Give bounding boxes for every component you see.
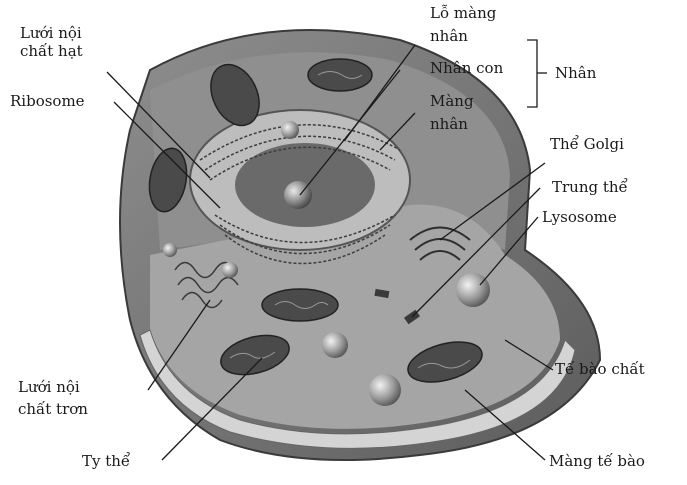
label-nuclear-envelope-line2: nhân	[430, 115, 474, 133]
label-smooth-er-line1: Lưới nội	[18, 378, 88, 396]
label-lysosome: Lysosome	[542, 208, 617, 226]
label-rough-er: Lưới nội chất hạt	[20, 24, 83, 60]
label-nuclear-envelope: Màng nhân	[430, 92, 474, 133]
label-rough-er-line2: chất hạt	[20, 42, 83, 60]
label-nucleus: Nhân	[555, 64, 596, 82]
label-centrosome: Trung thể	[552, 178, 628, 196]
label-nuclear-pore-line1: Lỗ màng	[430, 4, 496, 22]
label-mitochondria: Ty thể	[82, 452, 130, 470]
label-nucleolus: Nhân con	[430, 59, 503, 77]
label-nuclear-pore-line2: nhân	[430, 27, 496, 45]
label-smooth-er: Lưới nội chất trơn	[18, 378, 88, 418]
label-cell-membrane: Màng tế bào	[549, 452, 645, 470]
label-rough-er-line1: Lưới nội	[20, 24, 83, 42]
label-ribosome: Ribosome	[10, 92, 85, 110]
label-golgi: Thể Golgi	[550, 135, 624, 153]
label-nuclear-pore: Lỗ màng nhân	[430, 4, 496, 45]
label-nuclear-envelope-line1: Màng	[430, 92, 474, 110]
label-cytoplasm: Tế bào chất	[555, 360, 645, 378]
label-smooth-er-line2: chất trơn	[18, 400, 88, 418]
